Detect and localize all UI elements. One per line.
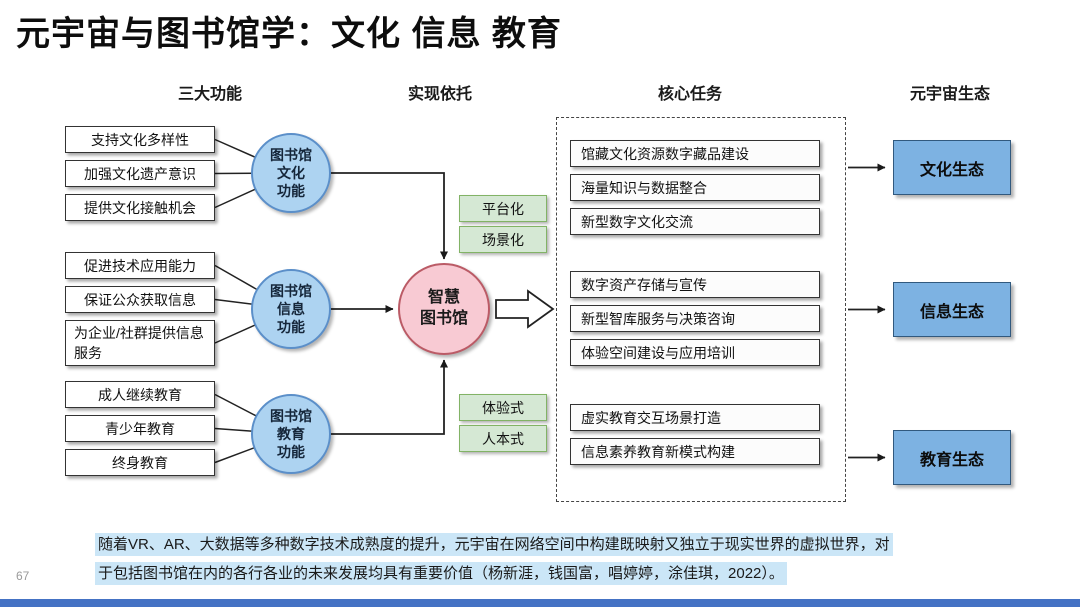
function-item-information-2: 保证公众获取信息 bbox=[65, 286, 215, 313]
core-task-education-2: 信息素养教育新模式构建 bbox=[570, 438, 820, 465]
function-item-culture-2: 加强文化遗产意识 bbox=[65, 160, 215, 187]
core-task-education-1: 虚实教育交互场景打造 bbox=[570, 404, 820, 431]
ecosystem-education: 教育生态 bbox=[893, 430, 1011, 485]
function-item-culture-1: 支持文化多样性 bbox=[65, 126, 215, 153]
core-task-information-2: 新型智库服务与决策咨询 bbox=[570, 305, 820, 332]
core-task-information-1: 数字资产存储与宣传 bbox=[570, 271, 820, 298]
footnote-line-1: 随着VR、AR、大数据等多种数字技术成熟度的提升，元宇宙在网络空间中构建既映射又… bbox=[95, 530, 1015, 559]
function-item-information-3: 为企业/社群提供信息服务 bbox=[65, 320, 215, 366]
core-tasks-panel bbox=[556, 117, 846, 502]
function-item-education-1: 成人继续教育 bbox=[65, 381, 215, 408]
page-number: 67 bbox=[16, 569, 30, 583]
library-culture-circle: 图书馆 文化 功能 bbox=[251, 133, 331, 213]
function-item-education-3: 终身教育 bbox=[65, 449, 215, 476]
column-header-core-tasks: 核心任务 bbox=[657, 86, 722, 103]
function-item-culture-3: 提供文化接触机会 bbox=[65, 194, 215, 221]
column-header-metaverse-ecosystem: 元宇宙生态 bbox=[909, 86, 990, 103]
enabler-tag-platformization: 平台化 bbox=[459, 195, 547, 222]
enabler-tag-humanism: 人本式 bbox=[459, 425, 547, 452]
slide-title: 元宇宙与图书馆学：文化 信息 教育 bbox=[16, 15, 562, 53]
function-item-information-1: 促进技术应用能力 bbox=[65, 252, 215, 279]
ecosystem-information: 信息生态 bbox=[893, 282, 1011, 337]
bottom-accent-bar bbox=[0, 599, 1080, 607]
column-header-implementation: 实现依托 bbox=[407, 86, 472, 103]
function-item-education-2: 青少年教育 bbox=[65, 415, 215, 442]
enabler-tag-scenario: 场景化 bbox=[459, 226, 547, 253]
footnote-line-2: 于包括图书馆在内的各行各业的未来发展均具有重要价值（杨新涯，钱国富，唱婷婷，涂佳… bbox=[95, 559, 1015, 588]
column-header-three-functions: 三大功能 bbox=[177, 86, 242, 103]
ecosystem-culture: 文化生态 bbox=[893, 140, 1011, 195]
core-task-culture-3: 新型数字文化交流 bbox=[570, 208, 820, 235]
library-education-circle: 图书馆 教育 功能 bbox=[251, 394, 331, 474]
core-task-culture-2: 海量知识与数据整合 bbox=[570, 174, 820, 201]
block-arrow bbox=[495, 289, 555, 329]
library-information-circle: 图书馆 信息 功能 bbox=[251, 269, 331, 349]
core-task-information-3: 体验空间建设与应用培训 bbox=[570, 339, 820, 366]
smart-library-circle: 智慧 图书馆 bbox=[398, 263, 490, 355]
enabler-tag-experience: 体验式 bbox=[459, 394, 547, 421]
footnote-text: 随着VR、AR、大数据等多种数字技术成熟度的提升，元宇宙在网络空间中构建既映射又… bbox=[95, 530, 1015, 588]
core-task-culture-1: 馆藏文化资源数字藏品建设 bbox=[570, 140, 820, 167]
